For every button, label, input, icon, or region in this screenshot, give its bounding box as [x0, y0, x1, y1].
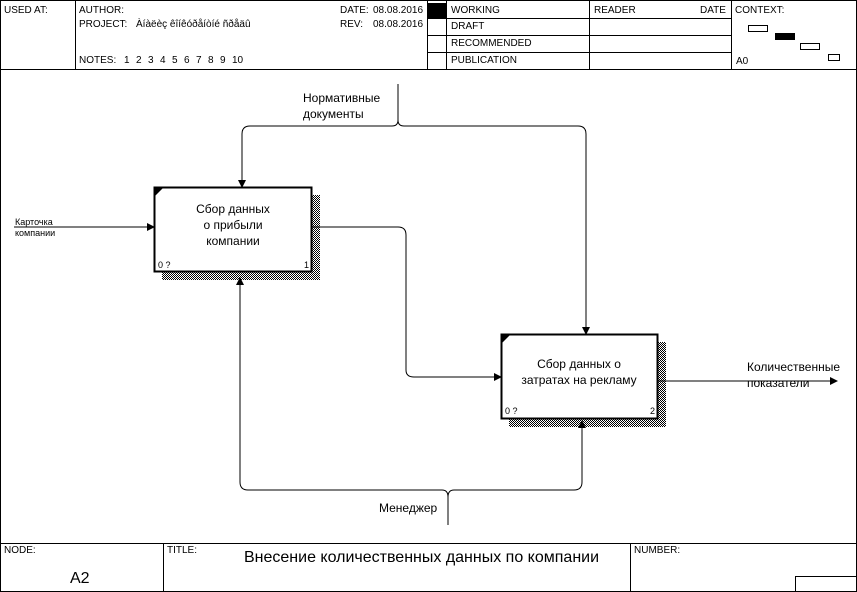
- control-arrowhead: [238, 180, 246, 188]
- status-publication[interactable]: PUBLICATION: [451, 55, 517, 66]
- status-recommended[interactable]: RECOMMENDED: [451, 38, 532, 49]
- box-title-line: Сбор данных о: [537, 357, 621, 371]
- note-number[interactable]: 4: [160, 55, 166, 66]
- number-cell-box: [795, 576, 856, 592]
- note-number[interactable]: 10: [232, 55, 244, 66]
- rev-label: REV:: [340, 19, 363, 30]
- note-number[interactable]: 2: [136, 55, 142, 66]
- box-shadow: [311, 195, 320, 280]
- box-title-line: Сбор данных: [196, 202, 270, 216]
- activity-box-2-cost: 0 ?: [505, 406, 518, 416]
- flow-arrow-1-to-2[interactable]: [312, 226, 496, 378]
- mechanism-arrowhead: [578, 420, 586, 428]
- activity-box-1[interactable]: [153, 186, 321, 281]
- box-shadow: [509, 418, 666, 427]
- context-box: [828, 54, 840, 61]
- activity-box-2[interactable]: [500, 333, 667, 428]
- diagram-title: Внесение количественных данных по компан…: [244, 549, 600, 566]
- mechanism-arrow-label[interactable]: Менеджер: [379, 501, 438, 515]
- notes-label: NOTES:: [79, 55, 117, 66]
- project-label: PROJECT:: [79, 19, 128, 30]
- flow-arrowhead: [494, 373, 502, 381]
- arrow-label-line: компании: [15, 228, 56, 238]
- date-label: DATE:: [340, 5, 369, 16]
- reader-date-label: DATE: [700, 5, 726, 16]
- box-shadow: [162, 271, 320, 280]
- status-row-rule: [427, 35, 732, 36]
- activity-box-1-cost: 0 ?: [158, 260, 171, 270]
- status-working-marker: [428, 3, 446, 19]
- footer-divider: [630, 543, 631, 592]
- note-number[interactable]: 1: [124, 55, 130, 66]
- control-arrow-label[interactable]: Нормативные документы: [303, 90, 380, 122]
- note-number[interactable]: 3: [148, 55, 154, 66]
- arrow-label-line: показатели: [747, 376, 810, 390]
- activity-box-1-number: 1: [304, 260, 310, 270]
- status-draft[interactable]: DRAFT: [451, 21, 485, 32]
- note-number[interactable]: 7: [196, 55, 202, 66]
- box-title-line: компании: [206, 234, 260, 248]
- date-value: 08.08.2016: [373, 5, 424, 16]
- context-box: [800, 43, 820, 50]
- context-label: CONTEXT:: [735, 5, 785, 16]
- box-title-line: затратах на рекламу: [521, 373, 637, 387]
- context-box: [748, 25, 768, 32]
- box-corner-marker: [155, 188, 163, 196]
- control-arrow[interactable]: [241, 84, 587, 330]
- box-shadow: [657, 342, 666, 427]
- project-value: Àíàëèç êîíêóðåíòíé ñðåäû: [136, 19, 251, 30]
- note-number[interactable]: 9: [220, 55, 226, 66]
- output-arrowhead: [830, 377, 838, 385]
- input-arrow-label[interactable]: Карточка компании: [15, 217, 55, 239]
- note-number[interactable]: 8: [208, 55, 214, 66]
- author-label: AUTHOR:: [79, 5, 124, 16]
- status-row-rule: [427, 18, 732, 19]
- title-label: TITLE:: [167, 545, 198, 556]
- mechanism-arrowhead: [236, 277, 244, 285]
- note-number[interactable]: 6: [184, 55, 190, 66]
- box-corner-marker: [502, 335, 510, 343]
- header-bottom-rule: [0, 69, 857, 70]
- rev-value: 08.08.2016: [373, 19, 424, 30]
- footer-top-rule: [0, 543, 857, 544]
- output-arrow-label[interactable]: Количественные показатели: [747, 359, 840, 391]
- number-label: NUMBER:: [634, 545, 681, 556]
- node-value: A2: [70, 570, 90, 587]
- box-title-line: о прибыли: [203, 218, 263, 232]
- box-outline: [500, 333, 659, 420]
- box-outline: [153, 186, 313, 273]
- activity-box-1-title: Сбор данных о прибыли компании: [160, 201, 306, 249]
- note-number[interactable]: 5: [172, 55, 178, 66]
- status-row-rule: [427, 52, 732, 53]
- status-working[interactable]: WORKING: [451, 5, 500, 16]
- activity-box-2-title: Сбор данных о затратах на рекламу: [506, 356, 652, 388]
- arrow-label-line: Карточка: [15, 217, 53, 227]
- reader-label: READER: [594, 5, 636, 16]
- arrow-label-line: Нормативные: [303, 91, 381, 105]
- node-label: NODE:: [4, 545, 36, 556]
- used-at-label: USED AT:: [4, 5, 48, 16]
- control-arrowhead: [582, 327, 590, 335]
- activity-box-2-number: 2: [650, 406, 656, 416]
- context-box-current: [775, 33, 795, 40]
- input-arrowhead: [147, 223, 155, 231]
- footer-divider: [163, 543, 164, 592]
- header-divider: [75, 0, 76, 70]
- context-node: A0: [736, 56, 749, 67]
- arrow-label-line: Количественные: [747, 360, 840, 374]
- arrow-label-line: документы: [303, 107, 364, 121]
- mechanism-arrow[interactable]: [239, 282, 583, 525]
